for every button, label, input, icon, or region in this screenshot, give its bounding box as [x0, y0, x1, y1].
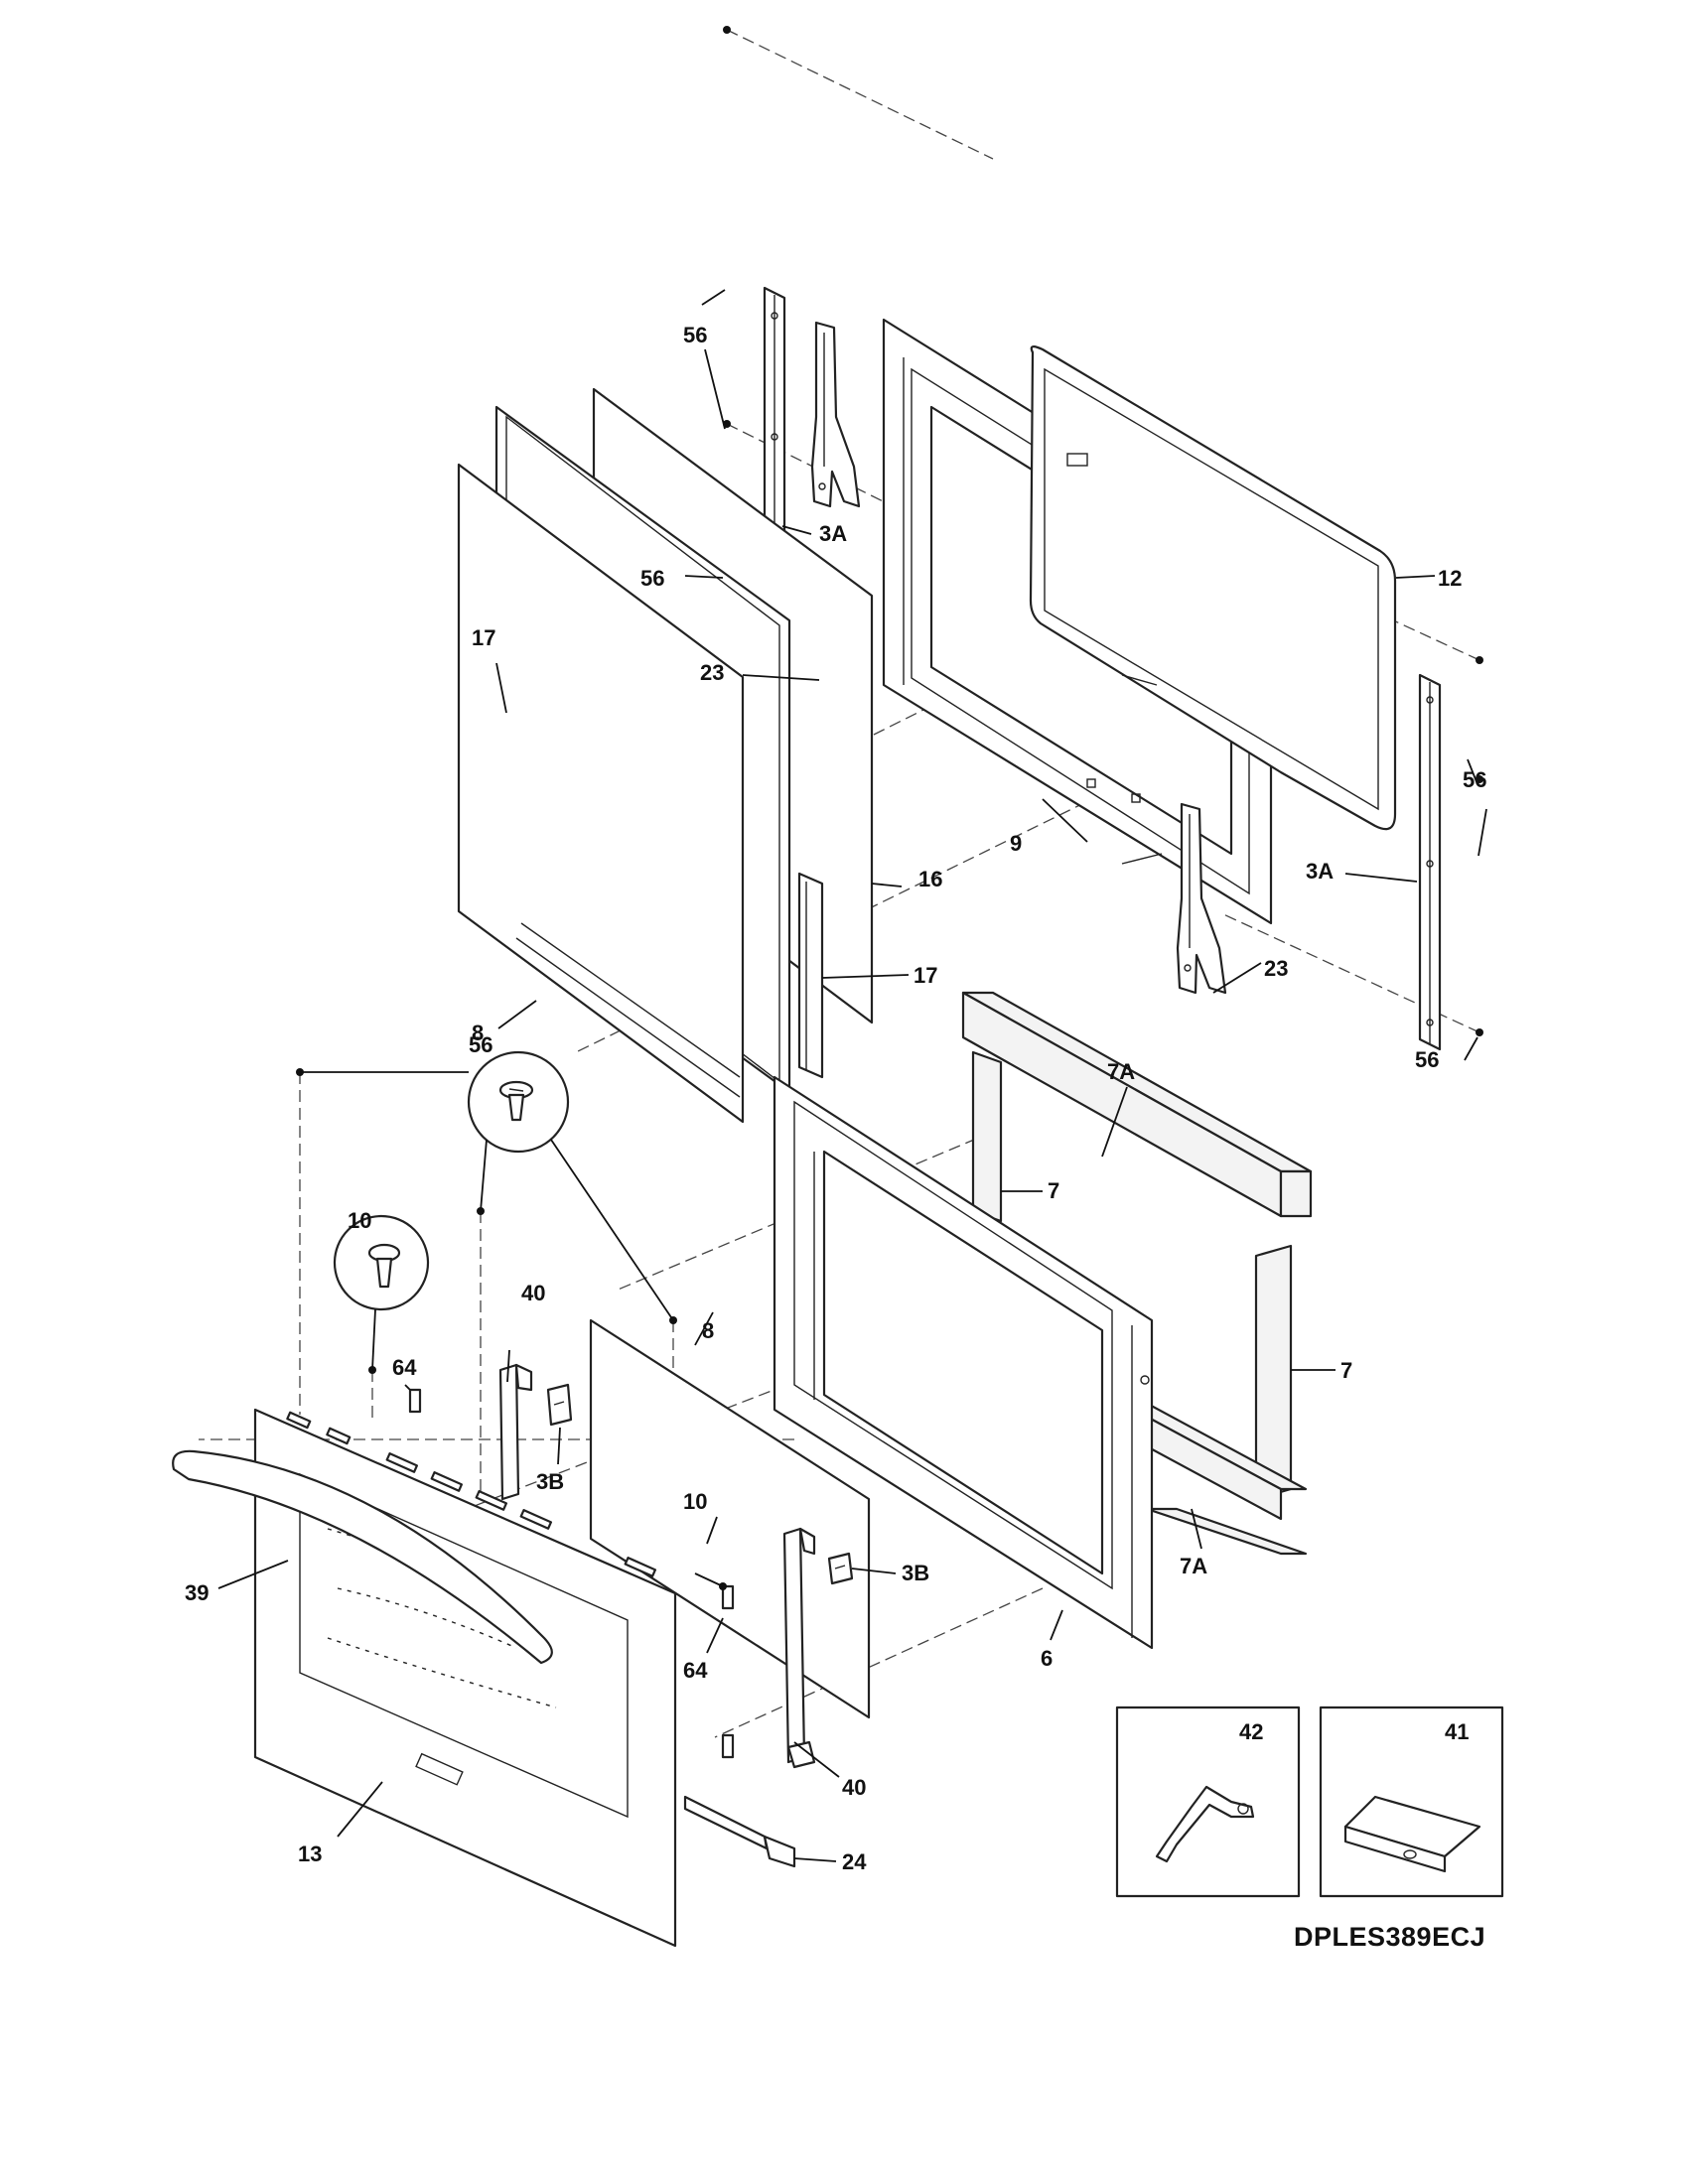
label-56: 56: [640, 566, 664, 591]
label-10: 10: [348, 1208, 371, 1233]
inset-box-41: [1319, 1706, 1504, 1898]
label-3b: 3B: [902, 1561, 929, 1585]
label-6: 6: [1041, 1646, 1053, 1671]
leader-lines: [217, 289, 1487, 1862]
door-channel-left: [498, 1363, 533, 1501]
screw-icon: [1476, 775, 1483, 783]
label-7a: 7A: [1180, 1554, 1207, 1578]
spacer-block: [408, 1388, 422, 1414]
label-24: 24: [842, 1849, 867, 1874]
label-56: 56: [469, 1032, 492, 1057]
label-39: 39: [185, 1580, 209, 1605]
label-12: 12: [1438, 566, 1462, 591]
label-17: 17: [472, 625, 495, 650]
label-42: 42: [1239, 1719, 1263, 1744]
label-3b: 3B: [536, 1469, 564, 1494]
label-10: 10: [683, 1489, 707, 1514]
label-17: 17: [914, 963, 937, 988]
label-56: 56: [683, 323, 707, 347]
door-liner-frame: [773, 1075, 1154, 1650]
label-3a: 3A: [819, 521, 847, 546]
label-7a: 7A: [1107, 1059, 1135, 1084]
screw-icon: [723, 26, 731, 34]
vent-slots: [286, 1411, 657, 1577]
label-7: 7: [1048, 1178, 1059, 1203]
label-56: 56: [1415, 1047, 1439, 1072]
label-64: 64: [392, 1355, 417, 1380]
screw-56-detail: [300, 1050, 674, 1321]
screw-icon: [1476, 1028, 1483, 1036]
door-handle: [172, 1449, 553, 1665]
label-3a: 3A: [1306, 859, 1334, 884]
spacer-block: [721, 1584, 735, 1610]
label-23: 23: [1264, 956, 1288, 981]
label-7: 7: [1340, 1358, 1352, 1383]
label-56: 56: [1463, 767, 1486, 792]
bracket-3b-upper: [546, 1383, 573, 1427]
outer-door-panel: [253, 1408, 677, 1948]
spacer-blocks: [408, 1388, 735, 1759]
label-9: 9: [1010, 831, 1022, 856]
door-hinge-upper: [810, 321, 861, 508]
label-40: 40: [521, 1281, 545, 1305]
label-23: 23: [700, 660, 724, 685]
door-gasket: [1029, 345, 1397, 831]
door-channel-right: [782, 1527, 816, 1769]
label-16: 16: [918, 867, 942, 891]
label-40: 40: [842, 1775, 866, 1800]
label-8: 8: [702, 1318, 714, 1343]
door-hinge-lower: [1176, 802, 1227, 995]
label-64: 64: [683, 1658, 708, 1683]
label-41: 41: [1445, 1719, 1469, 1744]
spacer-block: [721, 1733, 735, 1759]
bracket-3b-lower: [827, 1552, 854, 1585]
label-13: 13: [298, 1842, 322, 1866]
label-8: 8: [472, 1021, 484, 1045]
door-rail-right: [1418, 673, 1442, 1051]
door-slide-rail: [683, 1795, 796, 1868]
screw-10-detail: [333, 1214, 430, 1371]
screw-icon: [1476, 656, 1483, 664]
part-labels: 56 3A 56 12 23 56 9 3A 23 56 17 16 17 8 …: [185, 323, 1486, 1874]
inset-box-42: [1115, 1706, 1301, 1898]
diagram-code: DPLES389ECJ: [1294, 1922, 1485, 1952]
glass-panel-8-upper: [457, 463, 745, 1124]
